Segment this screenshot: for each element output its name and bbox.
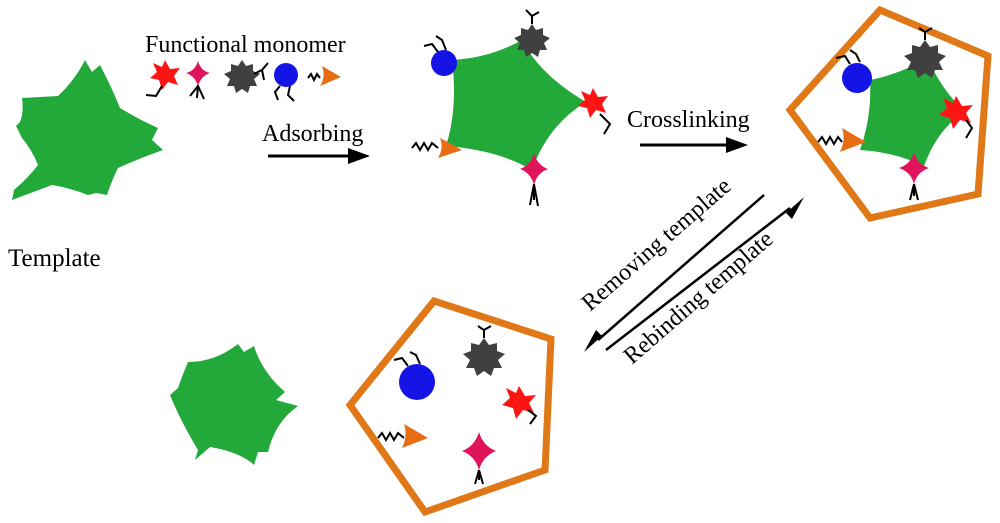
monomer-pink-star [186, 61, 210, 100]
adsorbing-arrow [268, 148, 370, 164]
monomer-gray-gear [224, 60, 269, 93]
released-template-shape [170, 344, 298, 465]
functional-monomer-label: Functional monomer [145, 32, 346, 58]
template-label: Template [8, 245, 101, 272]
crosslinking-label: Crosslinking [627, 107, 750, 133]
monomer-red-star [145, 60, 180, 98]
monomer-orange-triangle [307, 66, 341, 86]
template-shape [12, 60, 163, 200]
adsorbed-template-complex [411, 9, 612, 207]
imprinted-polymer-cavity [345, 296, 555, 517]
polymer-with-template [785, 5, 992, 222]
removing-template-arrow [584, 194, 765, 352]
monomer-blue-circle [273, 63, 298, 102]
rebinding-template-arrow [605, 197, 804, 351]
crosslinking-arrow [640, 137, 748, 153]
adsorbing-label: Adsorbing [262, 121, 363, 147]
